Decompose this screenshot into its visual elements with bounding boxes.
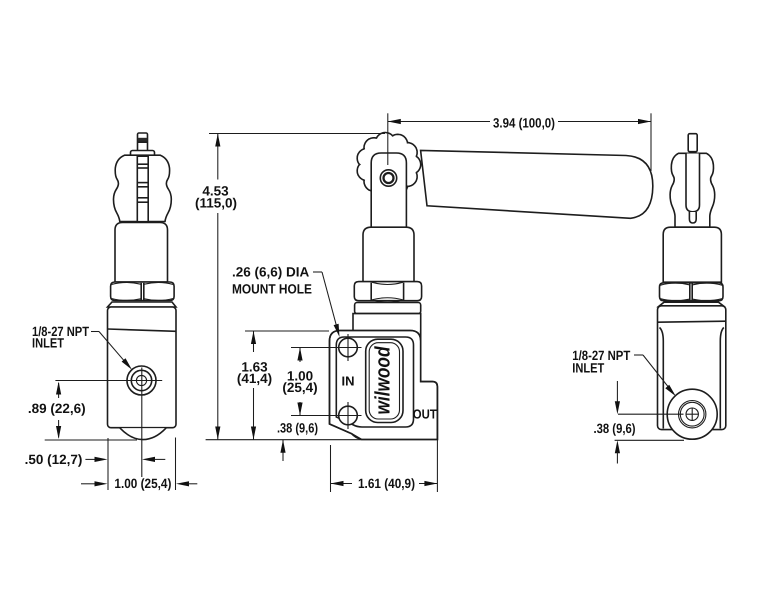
svg-text:1/8-27 NPT: 1/8-27 NPT: [32, 324, 90, 339]
svg-text:1.61 (40,9): 1.61 (40,9): [358, 476, 415, 491]
svg-text:1.00: 1.00: [287, 369, 313, 384]
svg-text:.38 (9,6): .38 (9,6): [277, 421, 318, 436]
svg-text:1.63: 1.63: [241, 359, 268, 374]
svg-text:.26 (6,6) DIA: .26 (6,6) DIA: [232, 265, 310, 280]
svg-text:(115,0): (115,0): [195, 196, 237, 211]
svg-text:INLET: INLET: [32, 336, 65, 351]
svg-text:OUT: OUT: [413, 406, 437, 421]
svg-text:(41,4): (41,4): [237, 371, 272, 386]
svg-text:1.00 (25,4): 1.00 (25,4): [114, 476, 171, 491]
svg-text:1/8-27 NPT: 1/8-27 NPT: [572, 348, 631, 363]
svg-text:.38 (9,6): .38 (9,6): [594, 421, 636, 436]
svg-text:3.94 (100,0): 3.94 (100,0): [493, 115, 555, 130]
svg-text:.50 (12,7): .50 (12,7): [25, 452, 83, 467]
svg-text:.89 (22,6): .89 (22,6): [28, 401, 86, 416]
svg-text:wilwood: wilwood: [372, 346, 395, 415]
svg-text:4.53: 4.53: [202, 183, 229, 198]
svg-text:(25,4): (25,4): [282, 380, 317, 395]
svg-text:IN: IN: [342, 374, 355, 389]
svg-text:INLET: INLET: [572, 360, 605, 375]
svg-text:MOUNT HOLE: MOUNT HOLE: [232, 282, 312, 297]
